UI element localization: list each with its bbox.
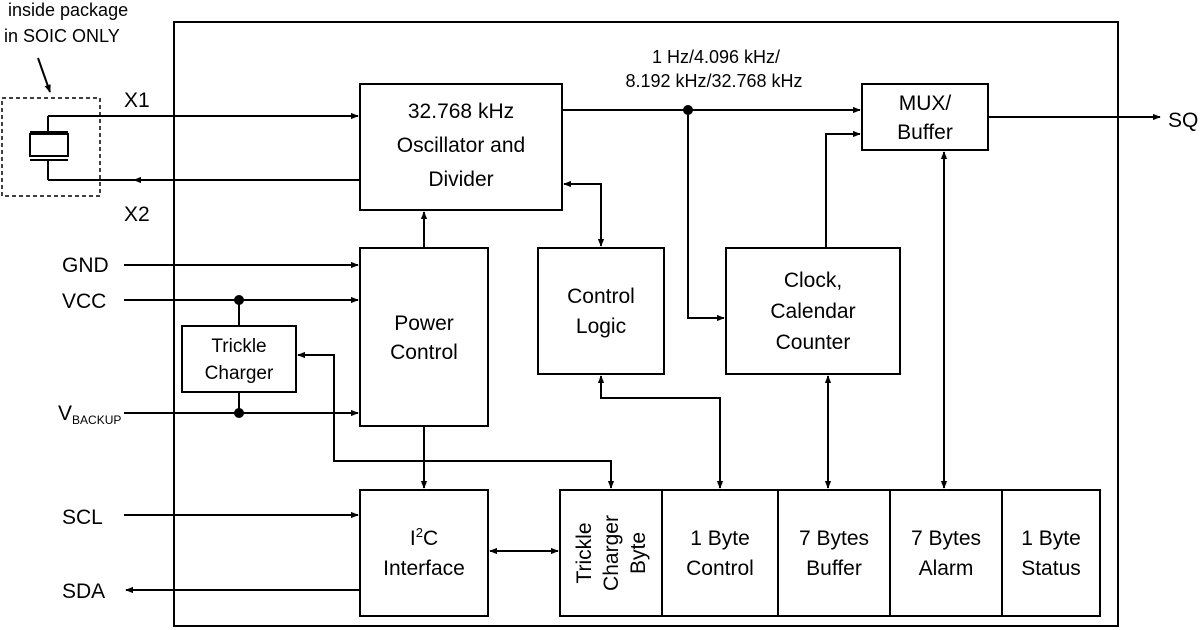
control-reg-line2: Control — [686, 557, 754, 580]
status-reg-line2: Status — [1021, 557, 1081, 580]
i2c-interface-block — [359, 489, 489, 617]
buffer-reg-line1: 7 Bytes — [799, 527, 869, 550]
trickle-byte-line3: Byte — [627, 532, 650, 574]
pin-sda-label: SDA — [62, 580, 105, 603]
wire-osc-control-logic — [563, 180, 605, 247]
wire-control-logic-register — [597, 375, 724, 489]
freq-label-line1: 1 Hz/4.096 kHz/ — [652, 47, 780, 67]
trickle-byte-line2: Charger — [600, 515, 623, 591]
pin-scl-label: SCL — [62, 506, 103, 529]
register-bank — [559, 489, 1101, 617]
i2c-line1: I2C — [410, 525, 438, 550]
oscillator-line1: 32.768 kHz — [408, 100, 514, 123]
trickle-line1: Trickle — [211, 336, 266, 357]
alarm-reg-line1: 7 Bytes — [911, 527, 981, 550]
trickle-line2: Charger — [205, 363, 274, 384]
chip-outline — [173, 21, 1119, 627]
note-line2: in SOIC ONLY — [4, 26, 120, 46]
clock-line2: Calendar — [770, 300, 855, 323]
i2c-line2: Interface — [383, 557, 465, 580]
trickle-byte-cell: Trickle Charger Byte — [573, 515, 650, 591]
trickle-byte-line1: Trickle — [573, 522, 596, 583]
crystal-package-outline — [1, 97, 101, 197]
clock-line1: Clock, — [784, 269, 842, 292]
power-control-block — [359, 247, 489, 427]
buffer-reg-line2: Buffer — [806, 557, 862, 580]
oscillator-line2: Oscillator and — [397, 134, 525, 157]
clock-calendar-block — [725, 247, 901, 375]
mux-buffer-block — [861, 83, 989, 151]
i2c-superscript: 2 — [416, 525, 423, 540]
control-logic-line2: Logic — [576, 315, 626, 338]
oscillator-block — [359, 83, 563, 211]
pin-sq-label: SQ — [1168, 109, 1198, 132]
freq-label-line2: 8.192 kHz/32.768 kHz — [625, 71, 802, 91]
power-line2: Control — [390, 341, 458, 364]
crystal-icon — [29, 116, 69, 178]
note-line1: inside package — [8, 0, 128, 20]
note-arrow — [37, 57, 51, 93]
mux-line1: MUX/ — [899, 92, 952, 115]
wire-osc-to-clock — [687, 110, 725, 322]
oscillator-line3: Divider — [428, 168, 493, 191]
vbackup-subscript: BACKUP — [72, 413, 121, 427]
control-reg-line1: 1 Byte — [690, 527, 750, 550]
i2c-c: C — [423, 527, 438, 550]
status-reg-line1: 1 Byte — [1021, 527, 1081, 550]
pin-x1-label: X1 — [124, 89, 150, 112]
power-line1: Power — [394, 312, 454, 335]
pin-gnd-label: GND — [62, 254, 109, 277]
clock-line3: Counter — [776, 331, 851, 354]
control-logic-block — [537, 247, 665, 375]
pin-vbackup-label: VBACKUP — [58, 402, 121, 427]
pin-x2-label: X2 — [124, 203, 150, 226]
control-logic-line1: Control — [567, 285, 635, 308]
wire-clock-to-mux — [825, 130, 861, 248]
mux-line2: Buffer — [897, 121, 953, 144]
alarm-reg-line2: Alarm — [919, 557, 974, 580]
i2c-i: I — [410, 527, 416, 550]
vbackup-main: V — [58, 402, 72, 425]
trickle-charger-block — [181, 325, 297, 393]
pin-vcc-label: VCC — [62, 290, 106, 313]
